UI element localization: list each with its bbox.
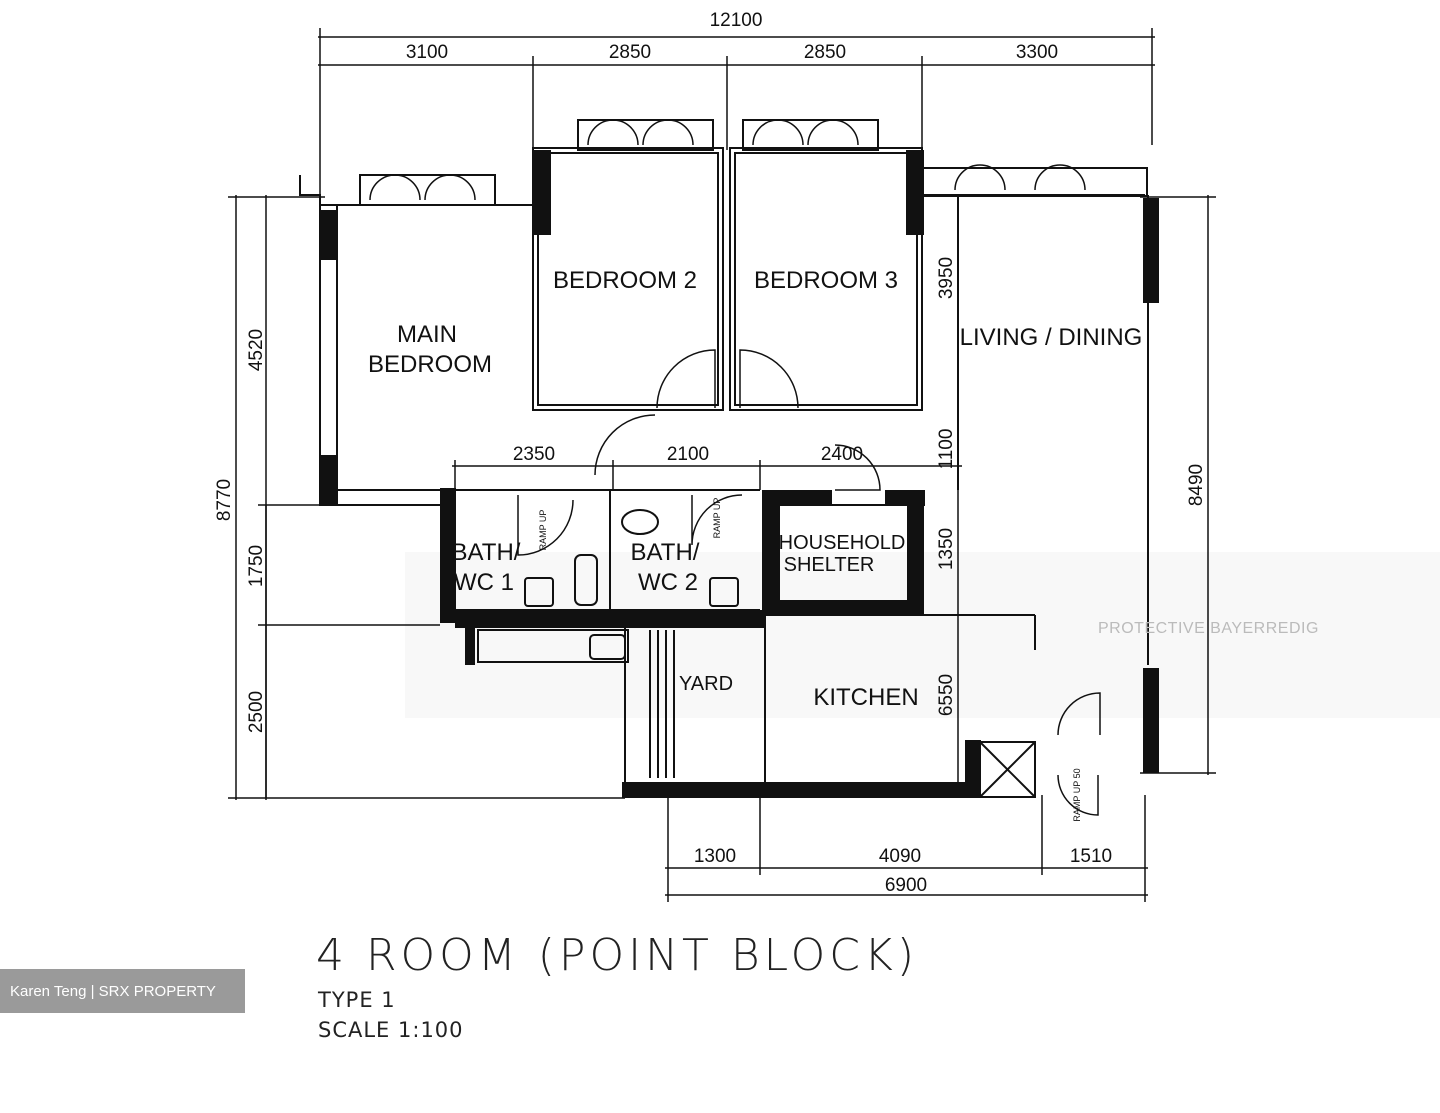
dim-mid-2: 2100: [667, 444, 709, 465]
vertical-inner-dimensions: 3950 1100 1350 6550: [936, 195, 959, 790]
fixtures: [524, 509, 739, 660]
dim-top-3: 2850: [804, 42, 846, 63]
dim-top-1: 3100: [406, 42, 448, 63]
dim-left-2: 1750: [246, 545, 267, 587]
dim-right-outer: 8490: [1186, 464, 1207, 506]
label-bath2-2: WC 2: [638, 569, 698, 596]
top-dimensions: 12100 3100 2850 2850 3300: [318, 10, 1155, 200]
sink-icon: [589, 634, 626, 660]
label-shelter-1: HOUSEHOLD: [779, 532, 906, 554]
label-bedroom-2: BEDROOM 2: [553, 267, 697, 294]
dim-left-3: 2500: [246, 691, 267, 733]
dim-left-outer: 8770: [214, 479, 235, 521]
watermark-badge: Karen Teng | SRX PROPERTY: [0, 969, 245, 1013]
toilet-icon: [574, 554, 598, 606]
faded-overlay-text: PROTECTIVE BAYERREDIG: [1098, 620, 1319, 637]
label-main-bedroom-2: BEDROOM: [368, 351, 492, 378]
dim-vert-2: 1100: [936, 429, 957, 470]
dim-bottom-total: 6900: [885, 875, 927, 896]
ramp-label-3: RAMP UP 50: [1072, 768, 1082, 821]
label-living-dining: LIVING / DINING: [960, 324, 1143, 351]
label-yard: YARD: [679, 673, 733, 695]
label-bath1-1: BATH/: [452, 539, 521, 566]
ramp-label-1: RAMP UP: [538, 510, 548, 551]
label-bedroom-3: BEDROOM 3: [754, 267, 898, 294]
dim-mid-3: 2400: [821, 444, 863, 465]
ramp-label-2: RAMP UP: [712, 498, 722, 539]
dim-mid-1: 2350: [513, 444, 555, 465]
dim-top-total: 12100: [710, 10, 763, 31]
label-shelter-2: SHELTER: [784, 554, 875, 576]
doors: [517, 349, 1101, 816]
basin-icon: [524, 577, 554, 607]
plan-scale: SCALE 1:100: [318, 1018, 464, 1042]
label-bath2-1: BATH/: [631, 539, 700, 566]
plan-type: TYPE 1: [318, 988, 396, 1012]
room-labels: MAIN BEDROOM BEDROOM 2 BEDROOM 3 LIVING …: [368, 267, 1142, 711]
toilet-icon: [621, 509, 659, 535]
dim-bottom-3: 1510: [1070, 846, 1112, 867]
ramp-labels: RAMP UP RAMP UP RAMP UP 50: [538, 498, 1082, 822]
dim-vert-3: 1350: [936, 528, 957, 570]
dim-vert-1: 3950: [936, 257, 957, 299]
dim-vert-4: 6550: [936, 674, 957, 716]
label-bath1-2: WC 1: [454, 569, 514, 596]
plan-title: 4 ROOM (POINT BLOCK): [316, 930, 918, 981]
bottom-dimensions: 1300 4090 1510 6900: [665, 795, 1148, 902]
left-dimensions: 8770 4520 1750 2500: [214, 195, 625, 800]
floor-plan: 12100 3100 2850 2850 3300 8770 4520 1750…: [214, 10, 1216, 902]
windows: [359, 119, 1148, 206]
basin-icon: [709, 577, 739, 607]
dim-bottom-2: 4090: [879, 846, 921, 867]
dim-top-4: 3300: [1016, 42, 1058, 63]
dim-left-1: 4520: [246, 329, 267, 371]
dim-top-2: 2850: [609, 42, 651, 63]
dim-bottom-1: 1300: [694, 846, 736, 867]
middle-dimensions: 2350 2100 2400: [452, 444, 962, 490]
label-kitchen: KITCHEN: [813, 684, 918, 711]
walls: [265, 147, 1159, 798]
label-main-bedroom-1: MAIN: [397, 321, 457, 348]
